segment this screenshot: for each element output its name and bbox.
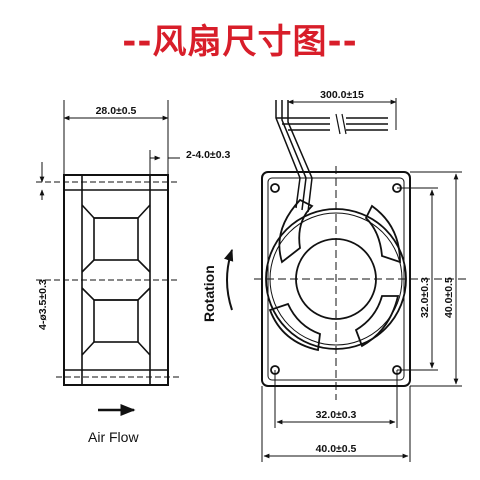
hole-spacing-h-label: 32.0±0.3 [316, 409, 357, 421]
front-view [254, 98, 470, 462]
curved-arrow-icon [224, 248, 234, 311]
side-view [36, 100, 180, 416]
overall-h-label: 40.0±0.5 [316, 443, 357, 455]
hole-dim-label: 4-ø3.5±0.3 [37, 279, 49, 330]
rotation-label: Rotation [201, 265, 217, 322]
flange-dim-label: 2-4.0±0.3 [186, 149, 230, 161]
diagram-title: --风扇尺寸图-- [122, 22, 358, 62]
overall-v-label: 40.0±0.5 [443, 277, 455, 318]
airflow-label: Air Flow [88, 429, 139, 445]
hole-spacing-v-label: 32.0±0.3 [419, 277, 431, 318]
width-dim-label: 28.0±0.5 [96, 105, 137, 117]
cable-dim-label: 300.0±15 [320, 89, 364, 101]
